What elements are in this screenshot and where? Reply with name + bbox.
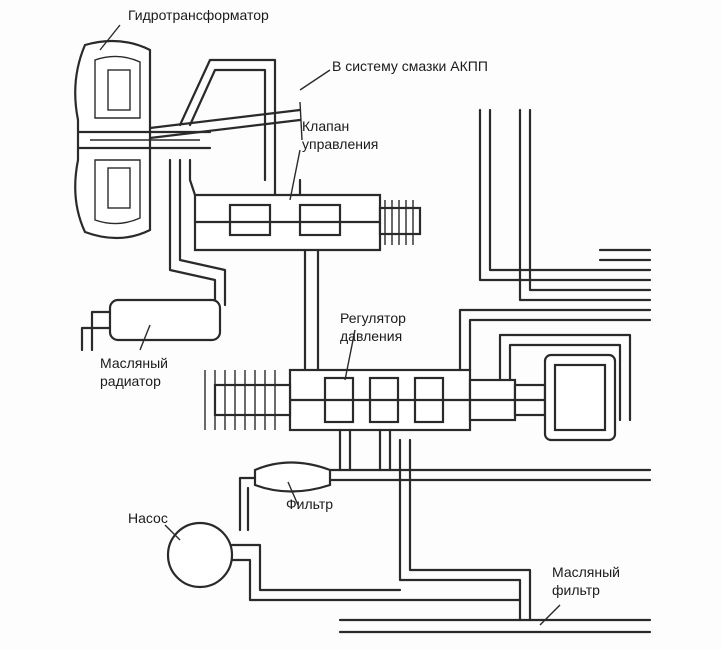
label-lubrication: В систему смазки АКПП (332, 58, 488, 74)
label-oil-filter-line1: Масляный (552, 564, 620, 580)
label-pump: Насос (128, 510, 168, 526)
label-control-valve-line1: Клапан (302, 118, 350, 134)
label-pressure-regulator-line1: Регулятор (340, 310, 406, 326)
label-oil-cooler-line2: радиатор (100, 373, 161, 389)
control-valve (193, 178, 422, 252)
label-control-valve-line2: управления (302, 136, 379, 152)
label-filter: Фильтр (286, 496, 334, 512)
label-torque-converter: Гидротрансформатор (128, 7, 269, 23)
line-to-lubrication (178, 58, 277, 182)
pump (166, 521, 522, 602)
torque-converter (74, 39, 212, 240)
oil-cooler (80, 298, 222, 352)
label-pressure-regulator-line2: давления (340, 328, 403, 344)
pressure-regulator (204, 353, 617, 442)
filter (238, 461, 332, 532)
label-oil-cooler-line1: Масляный (100, 355, 168, 371)
label-oil-filter-line2: фильтр (552, 582, 600, 598)
